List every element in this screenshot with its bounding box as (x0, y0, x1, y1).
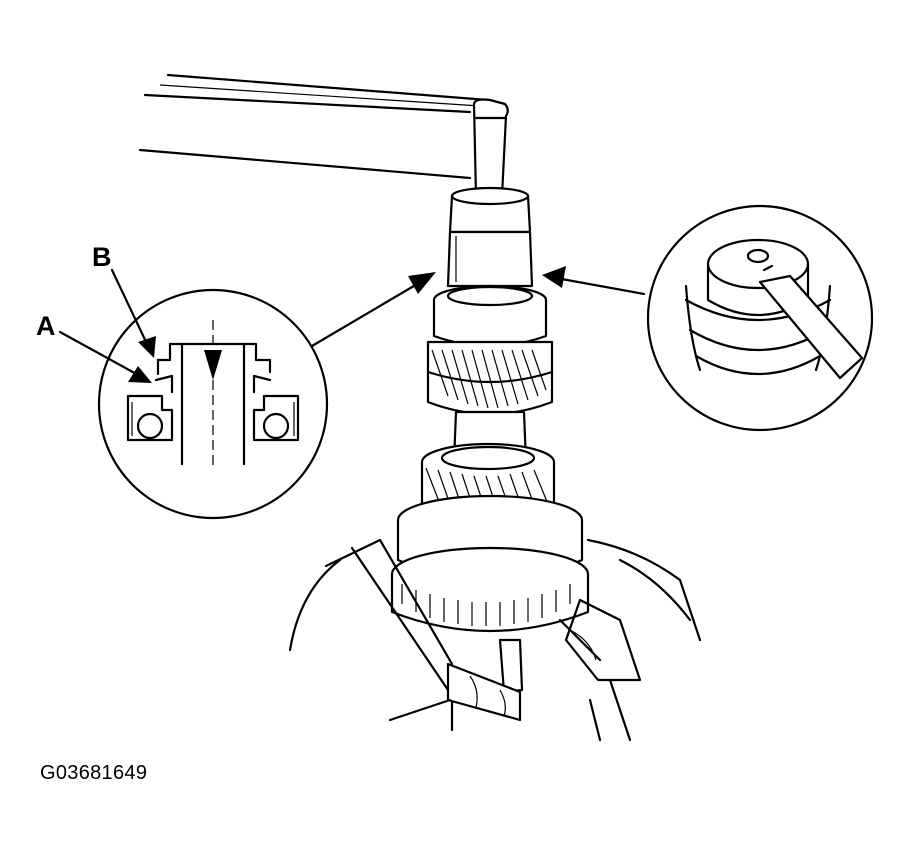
bearing-detail-inset (97, 288, 329, 520)
callout-arrows (58, 266, 646, 383)
staking-detail-inset (646, 204, 874, 432)
mainshaft-gear-assembly-icon (390, 186, 590, 694)
figure-code: G03681649 (40, 762, 148, 784)
callout-label-b: B (92, 242, 112, 272)
vise-housing-icon (288, 538, 702, 742)
wrench-bar-icon (138, 73, 509, 198)
callout-label-a: A (36, 311, 56, 341)
